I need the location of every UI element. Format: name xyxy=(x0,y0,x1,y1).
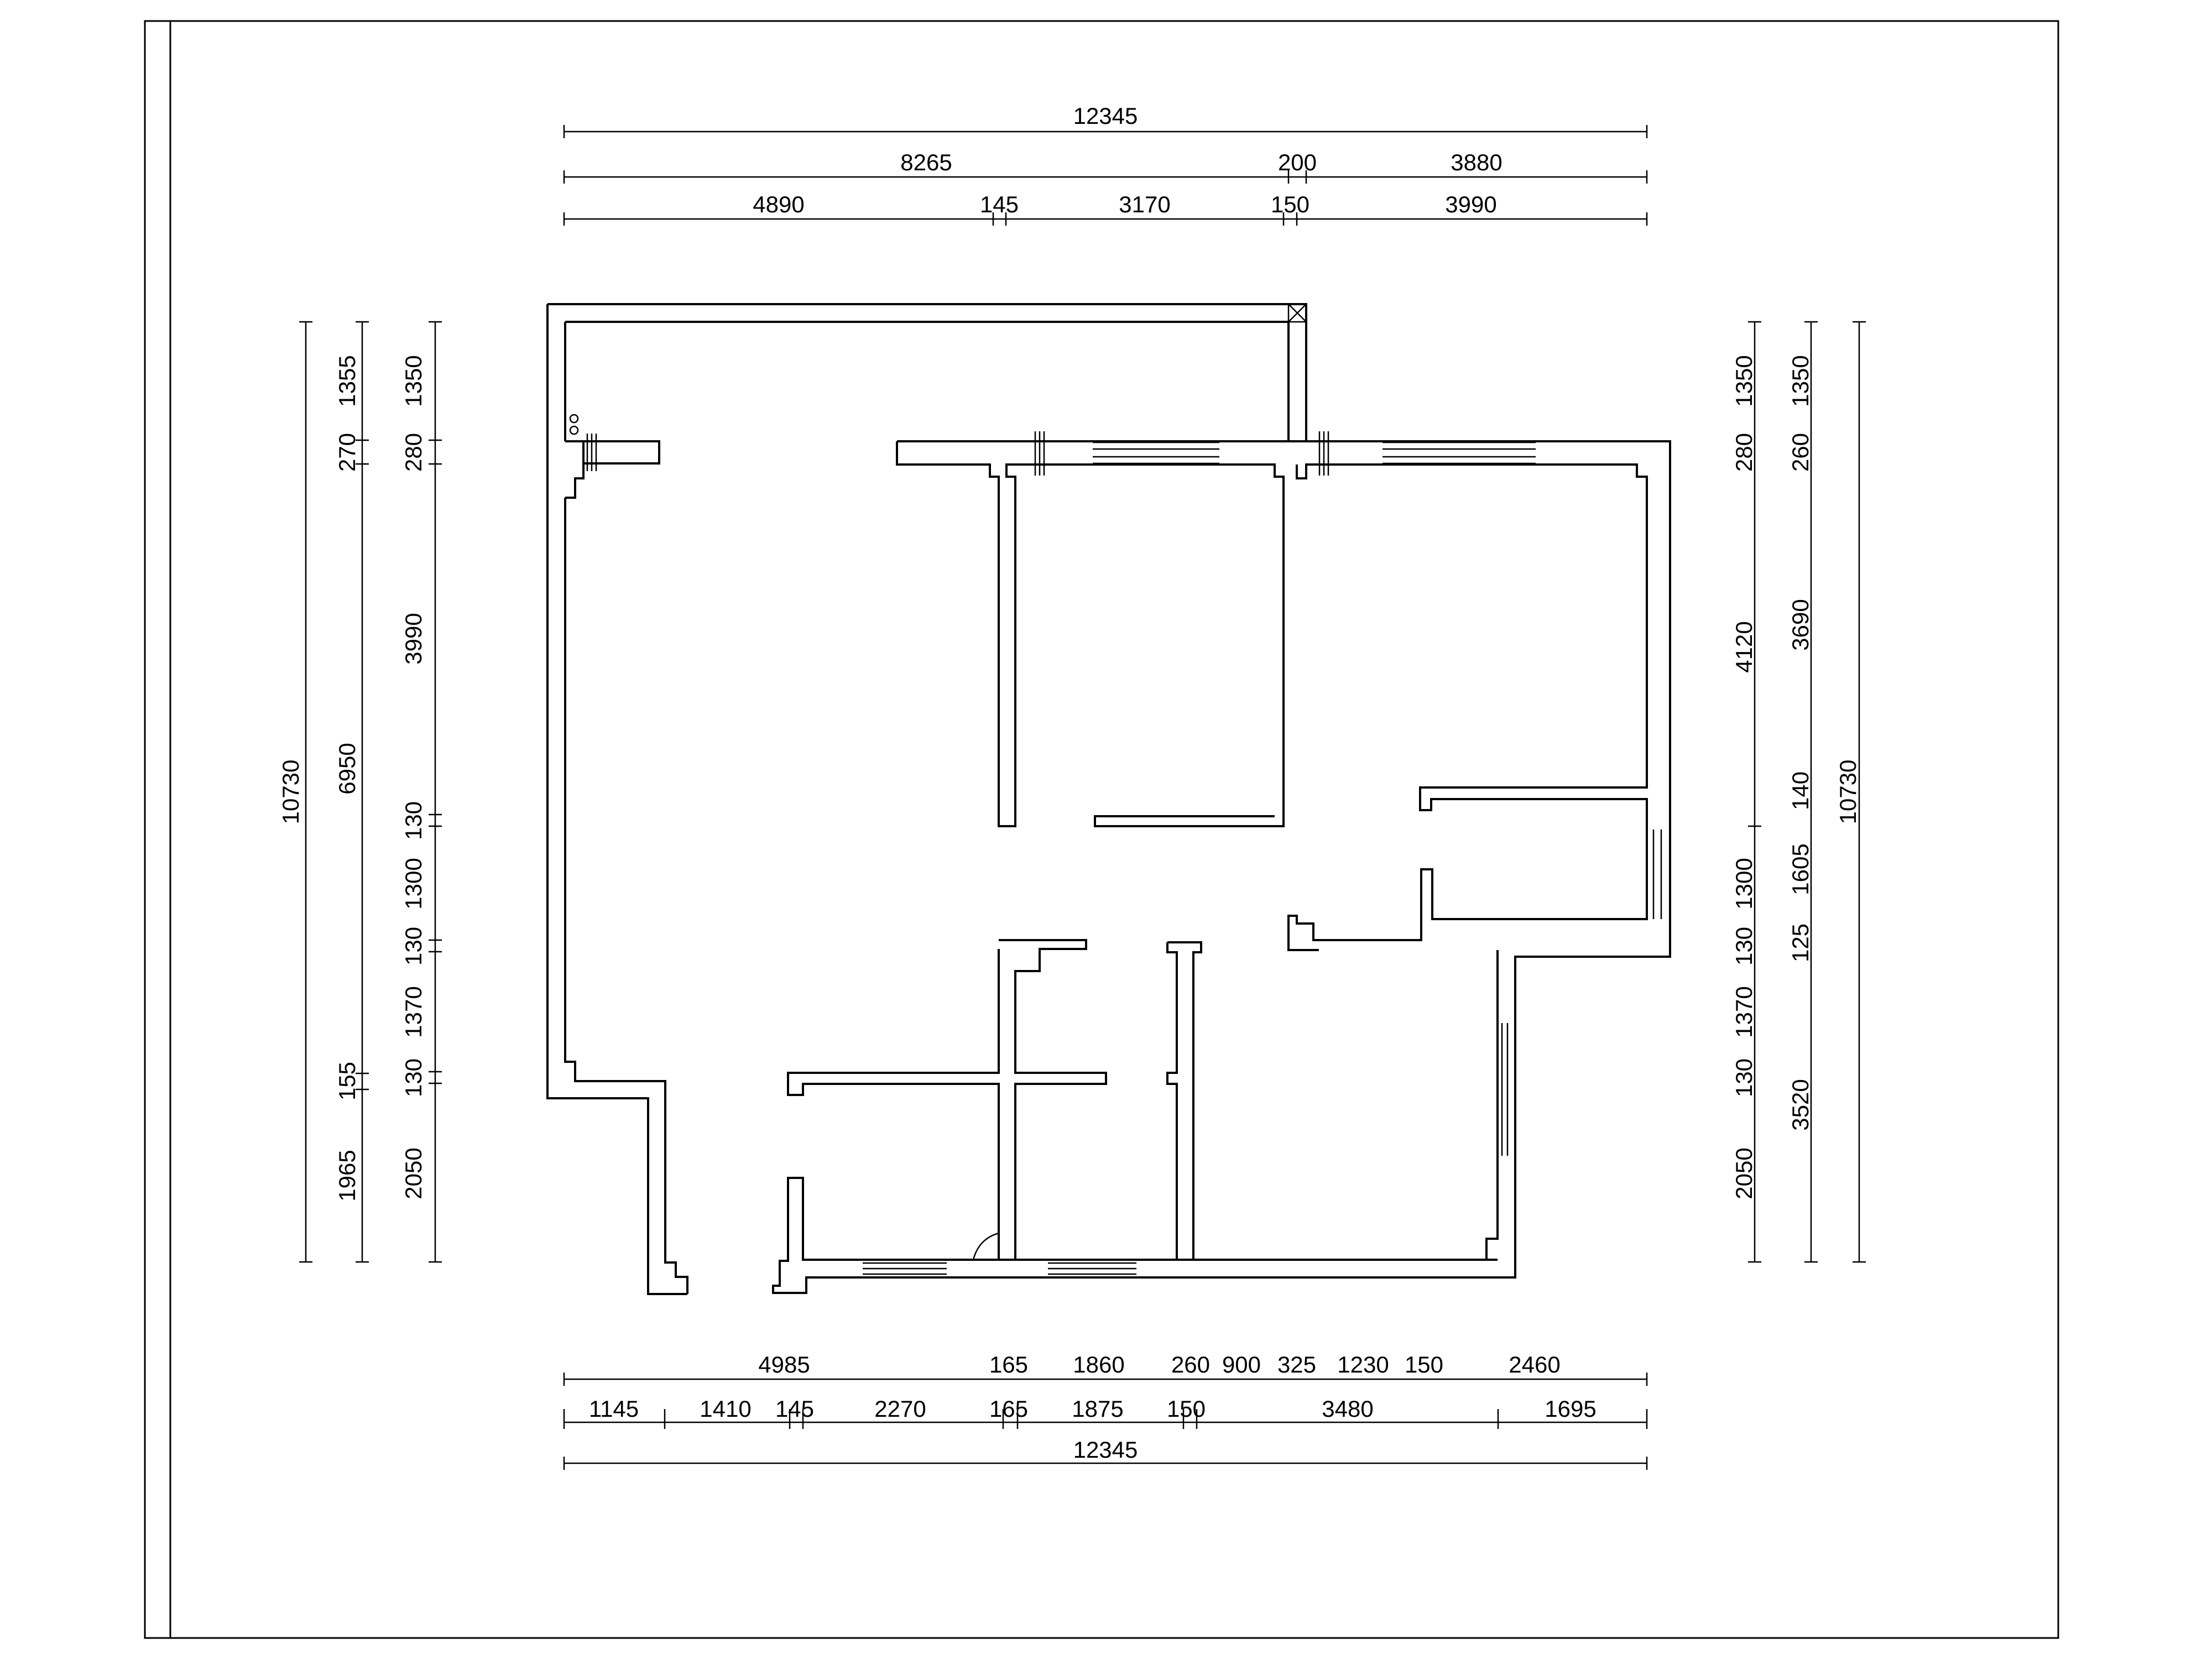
dim-top-inner-label-1: 4890 xyxy=(753,191,804,217)
top-inner-wall xyxy=(896,441,1285,827)
dim-bottom-mid-label-8: 3480 xyxy=(1322,1396,1373,1422)
dim-right-mid: 1350 260 3690 140 1605 125 3520 xyxy=(1787,321,1818,1263)
dim-right-mid-label-5: 1605 xyxy=(1787,843,1813,895)
dim-right-mid-label-3: 3690 xyxy=(1787,599,1813,650)
window-top-2 xyxy=(1383,441,1536,465)
dim-right-mid-label-1: 1350 xyxy=(1787,355,1813,406)
dim-right-mid-label-4: 140 xyxy=(1787,771,1813,810)
dim-right-overall: 10730 xyxy=(1835,321,1866,1263)
living-room-right-wall xyxy=(1193,950,1499,1261)
dim-top-mid: 8265 200 3880 xyxy=(563,149,1648,184)
kitchen-wall xyxy=(787,939,1107,1260)
pipe-mid xyxy=(1034,431,1045,476)
dim-left-mid-label-4: 155 xyxy=(334,1062,360,1100)
floor-drain-icon xyxy=(569,425,579,435)
dim-right-mid-label-6: 125 xyxy=(1787,924,1813,962)
dim-bottom-overall: 12345 xyxy=(563,1437,1648,1470)
dim-bottom-mid-label-3: 145 xyxy=(775,1396,814,1422)
dim-left-inner-label-2: 280 xyxy=(400,433,426,472)
dim-bottom-inner-label-6: 325 xyxy=(1277,1352,1316,1378)
dim-left-overall-label: 10730 xyxy=(278,760,304,825)
dim-left-inner-label-1: 1350 xyxy=(400,355,426,406)
dim-top-inner: 4890 145 3170 150 3990 xyxy=(563,191,1648,226)
balcony-inner-wall xyxy=(564,321,1290,441)
dim-bottom-inner-label-5: 900 xyxy=(1222,1352,1261,1378)
dim-bottom-inner-label-9: 2460 xyxy=(1509,1352,1560,1378)
dim-left-inner-label-8: 130 xyxy=(400,1058,426,1097)
dim-top-inner-label-2: 145 xyxy=(980,191,1019,217)
column-cross-2 xyxy=(1288,304,1307,322)
dim-top-mid-label-1: 8265 xyxy=(900,149,952,175)
dim-bottom-inner: 4985 165 1860 260 900 325 1230 150 2460 xyxy=(563,1352,1648,1386)
dim-right-inner-label-2: 280 xyxy=(1731,433,1757,472)
column-marker xyxy=(1287,303,1307,323)
dim-bottom-inner-label-7: 1230 xyxy=(1337,1352,1389,1378)
dim-bottom-inner-label-8: 150 xyxy=(1405,1352,1443,1378)
floor-plan xyxy=(546,303,1671,1295)
dim-right-inner-label-8: 2050 xyxy=(1731,1147,1757,1199)
dim-bottom-inner-label-2: 165 xyxy=(989,1352,1028,1378)
dim-left-inner-label-3: 3990 xyxy=(400,613,426,664)
dim-right-inner-label-3: 4120 xyxy=(1731,621,1757,672)
window-bottom-2 xyxy=(1048,1262,1136,1275)
dim-right-inner-label-7: 130 xyxy=(1731,1058,1757,1097)
top-main-wall xyxy=(772,440,1671,1294)
dim-left-inner-label-6: 130 xyxy=(400,927,426,966)
dim-top-inner-label-5: 3990 xyxy=(1445,191,1496,217)
window-top-1 xyxy=(1093,441,1219,465)
dim-left-inner: 1350 280 3990 130 1300 130 1370 130 2050 xyxy=(400,321,442,1263)
dim-bottom-inner-label-3: 1860 xyxy=(1073,1352,1124,1378)
dim-left-mid-label-1: 1355 xyxy=(334,355,360,406)
dim-top-mid-label-2: 200 xyxy=(1278,149,1317,175)
dim-left-inner-label-4: 130 xyxy=(400,801,426,840)
dim-left-overall: 10730 xyxy=(278,321,312,1263)
dim-bottom-mid-label-6: 1875 xyxy=(1072,1396,1123,1422)
dim-bottom-inner-label-1: 4985 xyxy=(758,1352,810,1378)
left-main-wall xyxy=(564,440,688,1294)
window-right-2 xyxy=(1501,1023,1516,1156)
dim-top-overall-label: 12345 xyxy=(1073,103,1138,129)
drain-icon xyxy=(569,414,579,424)
sheet-inner-frame xyxy=(169,20,2059,1639)
dim-right-mid-label-2: 260 xyxy=(1787,433,1813,472)
dim-right-inner-label-6: 1370 xyxy=(1731,986,1757,1037)
pipe-left xyxy=(586,434,597,471)
dim-right-mid-label-7: 3520 xyxy=(1787,1079,1813,1130)
right-bedroom-wall xyxy=(1287,463,1648,951)
dim-top-overall: 12345 xyxy=(563,103,1648,138)
dim-bottom-mid: 1145 1410 145 2270 165 1875 150 3480 169… xyxy=(563,1396,1648,1429)
dim-right-inner: 1350 280 4120 1300 130 1370 130 2050 xyxy=(1731,321,1761,1263)
dim-bottom-inner-label-4: 260 xyxy=(1171,1352,1210,1378)
dim-right-inner-label-1: 1350 xyxy=(1731,355,1757,406)
dim-left-mid-label-3: 6950 xyxy=(334,743,360,794)
dim-left-inner-label-5: 1300 xyxy=(400,858,426,909)
dim-bottom-mid-label-2: 1410 xyxy=(700,1396,751,1422)
dim-left-inner-label-7: 1370 xyxy=(400,986,426,1037)
dim-bottom-mid-label-5: 165 xyxy=(989,1396,1028,1422)
door-swing-icon xyxy=(972,1232,999,1260)
dim-left-mid: 1355 270 6950 155 1965 xyxy=(334,321,369,1263)
dim-left-mid-label-5: 1965 xyxy=(334,1150,360,1201)
dim-left-mid-label-2: 270 xyxy=(334,433,360,472)
dim-bottom-mid-label-4: 2270 xyxy=(874,1396,926,1422)
bathroom-wall xyxy=(1166,941,1202,1260)
dim-right-inner-label-5: 130 xyxy=(1731,927,1757,966)
dim-bottom-mid-label-9: 1695 xyxy=(1545,1396,1596,1422)
window-bottom-1 xyxy=(863,1262,947,1275)
dim-top-inner-label-4: 150 xyxy=(1271,191,1310,217)
dim-top-inner-label-3: 3170 xyxy=(1119,191,1170,217)
dim-left-inner-label-9: 2050 xyxy=(400,1147,426,1199)
window-right-1 xyxy=(1646,830,1662,919)
pipe-right xyxy=(1318,431,1329,476)
dim-right-overall-label: 10730 xyxy=(1835,760,1861,825)
dim-bottom-mid-label-1: 1145 xyxy=(589,1396,639,1422)
dim-top-mid-label-3: 3880 xyxy=(1451,149,1502,175)
dim-bottom-mid-label-7: 150 xyxy=(1167,1396,1206,1422)
dim-right-inner-label-4: 1300 xyxy=(1731,858,1757,909)
dim-bottom-overall-label: 12345 xyxy=(1073,1437,1138,1463)
